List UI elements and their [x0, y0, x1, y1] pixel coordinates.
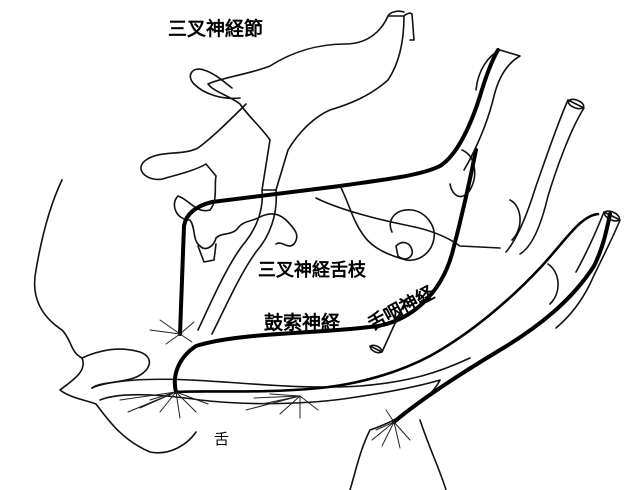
trigeminal-ganglion-shape: [208, 16, 404, 190]
tongue-label: 舌: [214, 432, 229, 447]
plexus-connection-2: [316, 198, 500, 248]
nerve-tube-lower-right: [556, 212, 620, 328]
maxillary-branch: [141, 104, 246, 179]
plexus-knot: [396, 243, 412, 259]
chorda-tympani-label: 鼓索神経: [264, 314, 340, 333]
lingual-nerve-label: 三叉神経舌枝: [258, 262, 366, 280]
trigeminal-ganglion-label: 三叉神経節: [168, 20, 263, 39]
pharynx-outline: [420, 420, 446, 490]
plexus-connection-1: [340, 186, 434, 260]
tongue-outline: [100, 380, 440, 490]
glossopharyngeal-path: [394, 214, 610, 422]
upper-thick-nerve: [180, 50, 498, 334]
nerve-endings-anterior: [120, 320, 208, 418]
nerve-endings-middle: [246, 394, 318, 418]
nerve-tube-upper-right: [464, 50, 520, 170]
ophthalmic-branch: [190, 69, 240, 98]
nerve-swelling-2: [510, 200, 520, 240]
face-outline: [35, 180, 196, 453]
nerve-swelling-3: [548, 264, 558, 304]
